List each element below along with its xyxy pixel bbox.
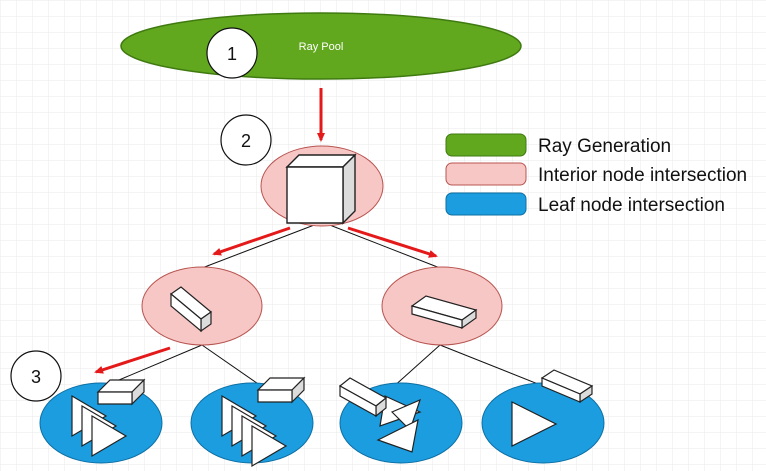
legend-label: Leaf node intersection — [538, 195, 725, 216]
legend-item-interior-node: Interior node intersection — [445, 162, 747, 186]
interior-node-left — [141, 266, 263, 346]
legend-swatch — [445, 162, 527, 186]
legend-label: Ray Generation — [538, 136, 671, 157]
traversal-arrows — [94, 88, 438, 374]
bounding-box-icon — [170, 286, 212, 333]
legend-label: Interior node intersection — [538, 165, 747, 186]
legend-item-leaf-node: Leaf node intersection — [445, 192, 725, 216]
legend-swatch — [445, 192, 527, 216]
step-marker-3: 3 — [10, 350, 62, 402]
bounding-box-icon — [338, 377, 388, 418]
leaf-node-4 — [481, 369, 605, 464]
tree-edges — [99, 221, 549, 389]
bounding-box-icon — [540, 369, 594, 404]
step-marker-2: 2 — [220, 114, 272, 166]
arrow-root-to-left — [212, 226, 291, 256]
bounding-box-icon — [410, 295, 478, 330]
legend-item-ray-generation: Ray Generation — [445, 133, 671, 157]
arrow-left-to-leaf — [94, 346, 171, 374]
ray-pool-label: Ray Pool — [299, 41, 344, 53]
arrow-root-to-right — [347, 226, 438, 258]
legend-swatch — [445, 133, 527, 157]
interior-node-right — [381, 266, 503, 346]
interior-node-root — [260, 145, 384, 227]
step-label: 2 — [241, 131, 251, 151]
step-label: 1 — [227, 44, 237, 64]
legend: Ray Generation Interior node intersectio… — [445, 133, 747, 216]
leaf-node-2 — [190, 377, 314, 467]
leaf-node-1 — [39, 379, 163, 464]
step-marker-1: 1 — [206, 27, 258, 79]
leaf-node-3 — [338, 377, 463, 464]
step-label: 3 — [31, 367, 41, 387]
